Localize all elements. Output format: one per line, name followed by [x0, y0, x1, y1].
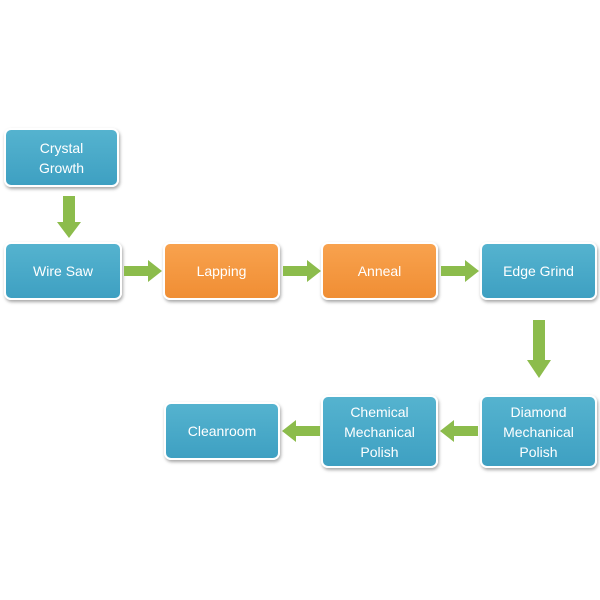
step-label: Edge Grind — [503, 263, 574, 279]
arrow-left-icon — [440, 420, 478, 442]
step-cleanroom: Cleanroom — [164, 402, 280, 460]
step-label: Wire Saw — [33, 263, 93, 279]
step-edge-grind: Edge Grind — [480, 242, 597, 300]
step-label: Cleanroom — [187, 423, 257, 439]
step-label: Diamond Mechanical Polish — [503, 403, 574, 460]
step-label: Lapping — [196, 263, 247, 279]
step-chemical-mechanical-polish: Chemical Mechanical Polish — [321, 395, 438, 468]
step-label: Chemical Mechanical Polish — [344, 403, 415, 460]
arrow-right-icon — [283, 260, 321, 282]
arrow-down-icon — [57, 196, 81, 238]
step-anneal: Anneal — [321, 242, 438, 300]
step-crystal-growth: Crystal Growth — [4, 128, 119, 187]
arrow-left-icon — [282, 420, 320, 442]
step-wire-saw: Wire Saw — [4, 242, 122, 300]
arrow-right-icon — [124, 260, 162, 282]
step-lapping: Lapping — [163, 242, 280, 300]
step-diamond-mechanical-polish: Diamond Mechanical Polish — [480, 395, 597, 468]
arrow-down-icon — [527, 320, 551, 378]
arrow-right-icon — [441, 260, 479, 282]
step-label: Anneal — [357, 263, 402, 279]
step-label: Crystal Growth — [38, 139, 85, 176]
